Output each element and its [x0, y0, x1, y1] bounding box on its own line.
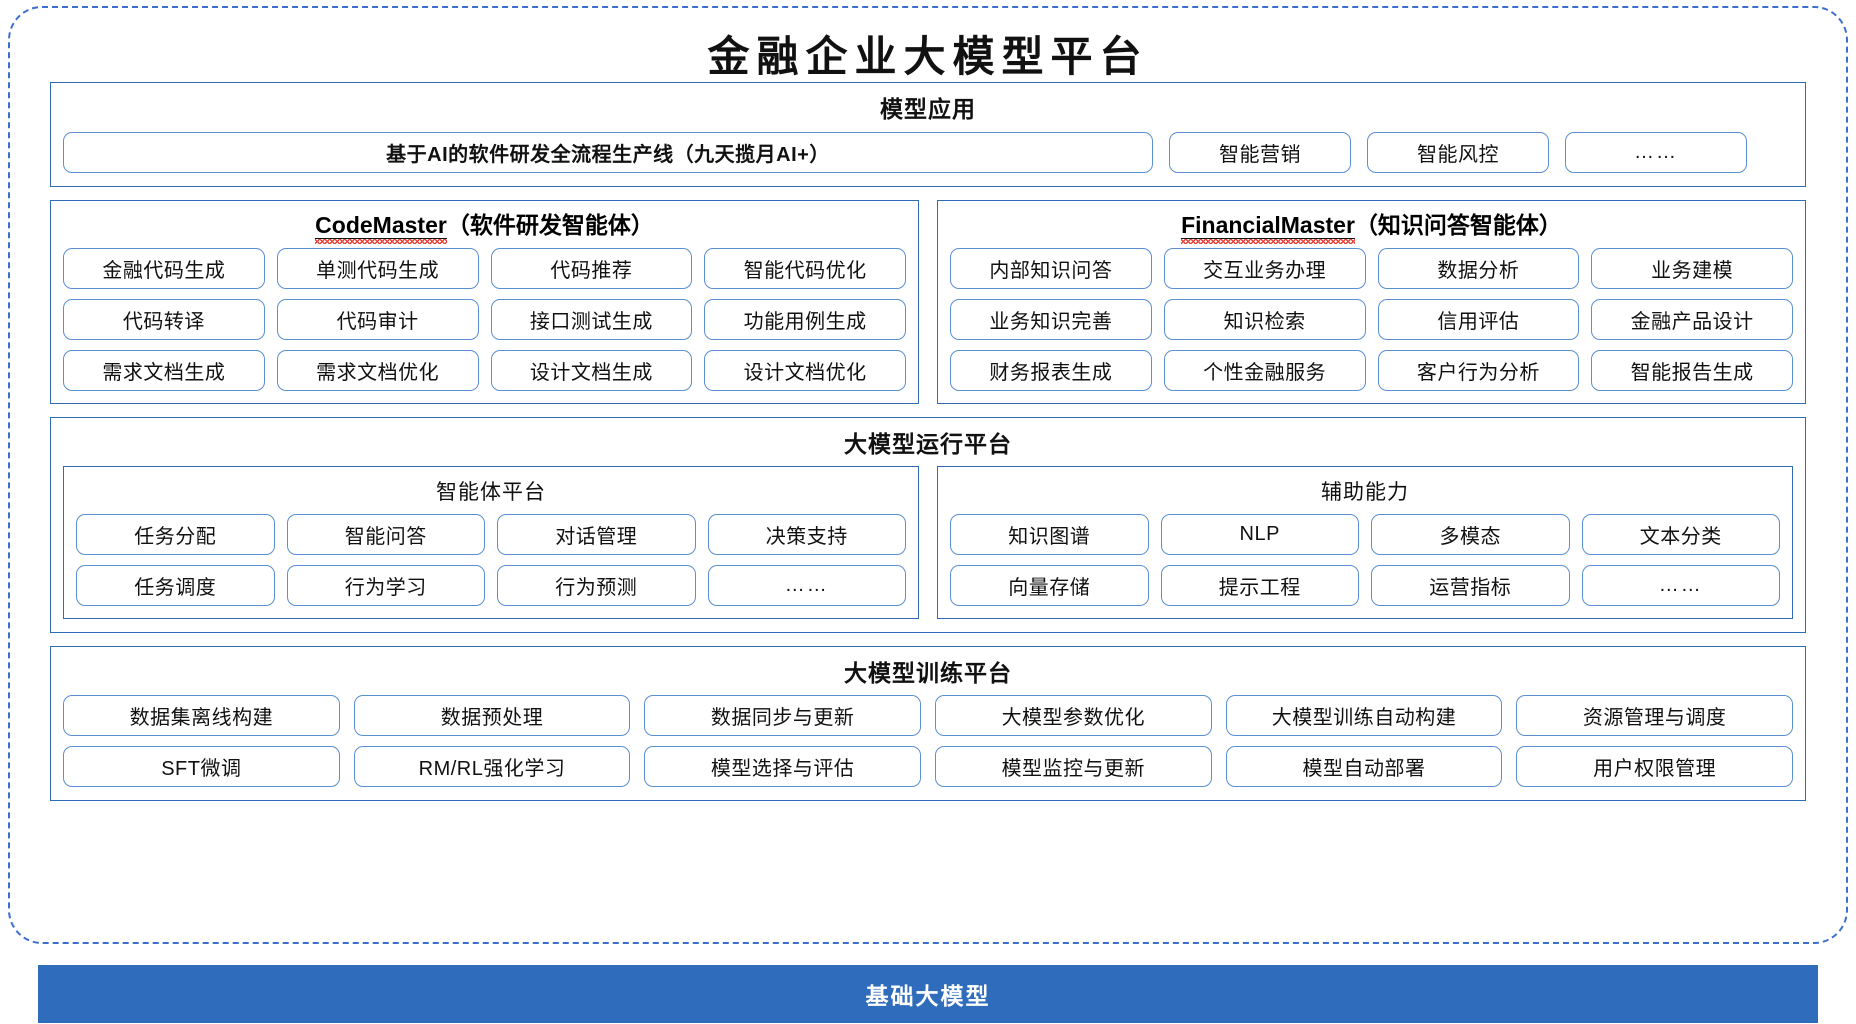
runtime-pill[interactable]: 向量存储 [950, 565, 1149, 607]
foundation-model-bar: 基础大模型 [38, 965, 1818, 1023]
agent-name-cn: （软件研发智能体） [446, 211, 654, 238]
capability-pill[interactable]: 需求文档优化 [276, 349, 479, 391]
training-pill[interactable]: 数据预处理 [353, 695, 631, 737]
training-pill[interactable]: 模型选择与评估 [644, 746, 921, 788]
capability-pill[interactable]: 智能代码优化 [704, 247, 906, 289]
training-pill[interactable]: 资源管理与调度 [1516, 695, 1793, 737]
training-pill[interactable]: 大模型训练自动构建 [1225, 695, 1503, 737]
capability-pill[interactable]: 单测代码生成 [276, 247, 479, 289]
training-pill[interactable]: 数据同步与更新 [644, 695, 921, 737]
subpanel-agent-platform: 智能体平台 任务分配 智能问答 对话管理 决策支持 任务调度 行为学习 行为预测… [63, 466, 919, 620]
capability-pill[interactable]: 数据分析 [1377, 247, 1580, 289]
capability-pill[interactable]: 功能用例生成 [704, 298, 906, 340]
capability-pill[interactable]: 智能报告生成 [1591, 349, 1793, 391]
training-pill[interactable]: RM/RL强化学习 [353, 746, 631, 788]
capability-pill[interactable]: 客户行为分析 [1377, 349, 1580, 391]
application-item[interactable]: 智能风控 [1367, 131, 1549, 173]
applications-row: 基于AI的软件研发全流程生产线（九天揽月AI+） 智能营销 智能风控 …… [63, 131, 1793, 173]
training-capability-grid: 数据集离线构建 数据预处理 数据同步与更新 大模型参数优化 大模型训练自动构建 … [63, 695, 1793, 788]
runtime-pill-more[interactable]: …… [707, 565, 906, 607]
subpanel-title-auxiliary: 辅助能力 [1321, 481, 1409, 505]
section-runtime-platform: 大模型运行平台 智能体平台 任务分配 智能问答 对话管理 决策支持 任务调度 行… [50, 416, 1806, 634]
runtime-pill[interactable]: 对话管理 [497, 514, 696, 556]
runtime-pill[interactable]: 多模态 [1371, 514, 1570, 556]
runtime-pill[interactable]: NLP [1160, 514, 1359, 556]
capability-pill[interactable]: 内部知识问答 [950, 247, 1152, 289]
capability-pill[interactable]: 设计文档优化 [704, 349, 906, 391]
section-title-training: 大模型训练平台 [844, 660, 1012, 687]
capability-pill[interactable]: 设计文档生成 [490, 349, 693, 391]
runtime-pill[interactable]: 任务分配 [76, 514, 275, 556]
runtime-pill[interactable]: 提示工程 [1160, 565, 1359, 607]
capability-pill[interactable]: 接口测试生成 [490, 298, 693, 340]
runtime-subpanels-row: 智能体平台 任务分配 智能问答 对话管理 决策支持 任务调度 行为学习 行为预测… [63, 466, 1793, 620]
agent-capability-grid: 内部知识问答 交互业务办理 数据分析 业务建模 业务知识完善 知识检索 信用评估… [950, 247, 1793, 391]
subpanel-auxiliary-capability: 辅助能力 知识图谱 NLP 多模态 文本分类 向量存储 提示工程 运营指标 …… [937, 466, 1793, 620]
capability-pill[interactable]: 代码审计 [276, 298, 479, 340]
agent-name-en: FinancialMaster [1181, 211, 1355, 245]
agent-panel-codemaster: CodeMaster（软件研发智能体） 金融代码生成 单测代码生成 代码推荐 智… [50, 199, 919, 404]
runtime-capability-grid: 任务分配 智能问答 对话管理 决策支持 任务调度 行为学习 行为预测 …… [76, 514, 906, 607]
section-applications: 模型应用 基于AI的软件研发全流程生产线（九天揽月AI+） 智能营销 智能风控 … [50, 82, 1806, 187]
capability-pill[interactable]: 知识检索 [1163, 298, 1366, 340]
capability-pill[interactable]: 需求文档生成 [63, 349, 265, 391]
runtime-pill[interactable]: 任务调度 [76, 565, 275, 607]
section-title-applications: 模型应用 [880, 96, 976, 123]
agent-name-en: CodeMaster [315, 211, 447, 245]
training-pill[interactable]: SFT微调 [63, 746, 340, 788]
outer-dashed-frame: 金融企业大模型平台 模型应用 基于AI的软件研发全流程生产线（九天揽月AI+） … [8, 6, 1848, 944]
training-pill[interactable]: 数据集离线构建 [63, 695, 340, 737]
capability-pill[interactable]: 业务建模 [1591, 247, 1793, 289]
training-pill[interactable]: 大模型参数优化 [934, 695, 1212, 737]
capability-pill[interactable]: 信用评估 [1377, 298, 1580, 340]
application-item-more[interactable]: …… [1565, 131, 1747, 173]
application-item[interactable]: 智能营销 [1169, 131, 1351, 173]
training-pill[interactable]: 模型自动部署 [1225, 746, 1503, 788]
capability-pill[interactable]: 金融产品设计 [1591, 298, 1793, 340]
agent-capability-grid: 金融代码生成 单测代码生成 代码推荐 智能代码优化 代码转译 代码审计 接口测试… [63, 247, 906, 391]
runtime-pill-more[interactable]: …… [1581, 565, 1780, 607]
capability-pill[interactable]: 金融代码生成 [63, 247, 265, 289]
agent-title-financialmaster: FinancialMaster（知识问答智能体） [950, 209, 1793, 248]
capability-pill[interactable]: 代码推荐 [490, 247, 693, 289]
application-flagship[interactable]: 基于AI的软件研发全流程生产线（九天揽月AI+） [63, 131, 1153, 173]
agent-panel-financialmaster: FinancialMaster（知识问答智能体） 内部知识问答 交互业务办理 数… [937, 199, 1806, 404]
section-training-platform: 大模型训练平台 数据集离线构建 数据预处理 数据同步与更新 大模型参数优化 大模… [50, 646, 1806, 802]
section-title-runtime: 大模型运行平台 [844, 430, 1012, 457]
runtime-pill[interactable]: 运营指标 [1371, 565, 1570, 607]
capability-pill[interactable]: 财务报表生成 [950, 349, 1152, 391]
runtime-pill[interactable]: 行为学习 [286, 565, 485, 607]
page-title: 金融企业大模型平台 [707, 35, 1149, 81]
runtime-pill[interactable]: 文本分类 [1581, 514, 1780, 556]
capability-pill[interactable]: 交互业务办理 [1163, 247, 1366, 289]
capability-pill[interactable]: 代码转译 [63, 298, 265, 340]
runtime-pill[interactable]: 知识图谱 [950, 514, 1149, 556]
runtime-pill[interactable]: 行为预测 [497, 565, 696, 607]
agents-row: CodeMaster（软件研发智能体） 金融代码生成 单测代码生成 代码推荐 智… [50, 199, 1806, 404]
agent-title-codemaster: CodeMaster（软件研发智能体） [63, 209, 906, 248]
training-pill[interactable]: 模型监控与更新 [934, 746, 1212, 788]
agent-name-cn: （知识问答智能体） [1354, 211, 1562, 238]
training-pill[interactable]: 用户权限管理 [1516, 746, 1793, 788]
capability-pill[interactable]: 个性金融服务 [1163, 349, 1366, 391]
runtime-capability-grid: 知识图谱 NLP 多模态 文本分类 向量存储 提示工程 运营指标 …… [950, 514, 1780, 607]
runtime-pill[interactable]: 智能问答 [286, 514, 485, 556]
runtime-pill[interactable]: 决策支持 [707, 514, 906, 556]
subpanel-title-agent-platform: 智能体平台 [436, 481, 546, 505]
foundation-model-label: 基础大模型 [865, 983, 991, 1009]
capability-pill[interactable]: 业务知识完善 [950, 298, 1152, 340]
